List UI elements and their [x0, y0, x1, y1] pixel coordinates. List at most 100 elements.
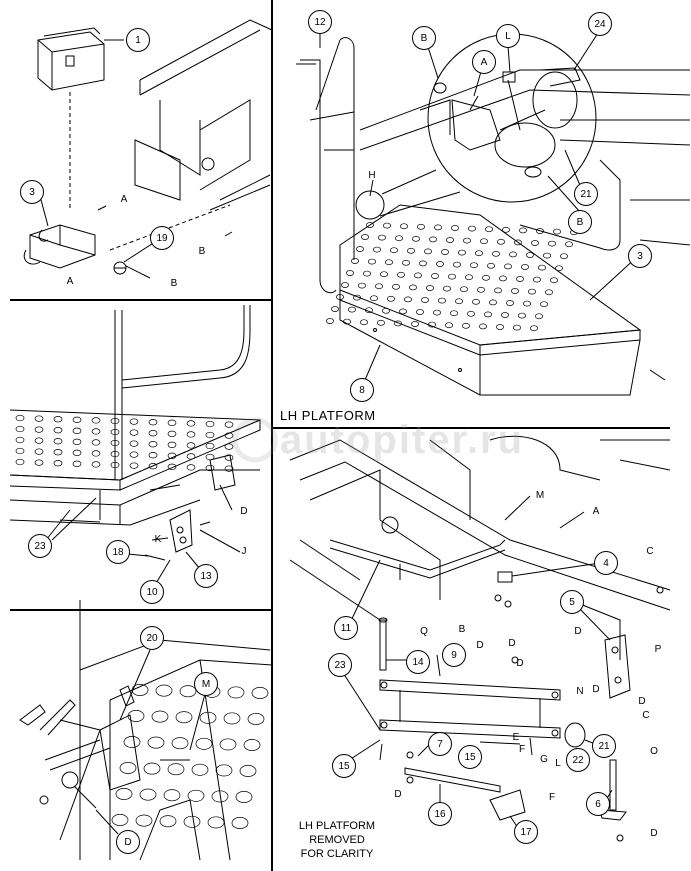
tread-hole: [72, 427, 82, 434]
tread-hole: [251, 687, 269, 699]
tread-hole: [392, 283, 400, 290]
tread-hole: [460, 286, 468, 293]
label-c: C: [646, 546, 654, 557]
tread-hole: [404, 296, 412, 303]
callout-15: 15: [332, 754, 356, 778]
tread-hole: [402, 259, 410, 266]
tread-hole: [443, 285, 451, 292]
removed-note-line1: LH PLATFORM: [298, 820, 376, 832]
tread-hole: [477, 286, 485, 293]
tread-hole: [468, 225, 476, 232]
tread-hole: [390, 247, 398, 254]
tread-hole: [53, 427, 63, 434]
tread-hole: [462, 322, 470, 329]
tread-hole: [394, 320, 402, 327]
tread-hole: [123, 736, 141, 748]
callout-6: 6: [586, 792, 610, 816]
tread-hole: [15, 414, 25, 422]
tread-hole: [139, 788, 157, 801]
watermark: [232, 417, 278, 463]
tread-hole: [370, 295, 378, 302]
tread-hole: [458, 249, 466, 256]
label-k: K: [154, 534, 162, 545]
tread-hole: [53, 438, 63, 445]
tread-hole: [336, 294, 344, 300]
tread-hole: [455, 298, 463, 305]
label-g: G: [540, 754, 548, 765]
removed-note-line3: FOR CLARITY: [300, 847, 374, 860]
label-n: N: [576, 686, 584, 697]
label-d: D: [240, 506, 248, 517]
tread-hole: [34, 415, 44, 422]
tread-hole: [341, 282, 349, 288]
tread-hole: [383, 222, 391, 229]
tread-hole: [147, 736, 165, 749]
tread-hole: [448, 273, 456, 280]
tread-hole: [34, 448, 44, 455]
tread-hole: [186, 453, 196, 460]
callout-1: 1: [126, 28, 150, 52]
tread-hole: [34, 459, 44, 466]
tread-hole: [91, 439, 101, 446]
label-d: D: [476, 640, 484, 651]
callout-20: 20: [140, 626, 164, 650]
tread-hole: [207, 816, 225, 829]
hardware-p5: [379, 571, 664, 842]
tread-hole: [243, 739, 261, 751]
tread-hole: [215, 764, 233, 777]
tread-hole: [411, 321, 419, 327]
tread-hole: [224, 421, 234, 428]
tread-hole: [247, 713, 265, 725]
callout-7: 7: [428, 732, 452, 756]
tread-hole: [129, 462, 139, 469]
tread-hole: [163, 789, 181, 802]
tread-hole: [72, 449, 82, 456]
tread-hole: [518, 312, 526, 319]
tread-hole: [470, 262, 478, 269]
tread-hole: [129, 440, 139, 447]
callout-19: 19: [150, 226, 174, 250]
tread-hole: [497, 238, 505, 245]
tread-hole: [380, 271, 388, 278]
callout-4: 4: [594, 551, 618, 575]
tread-hole: [129, 418, 139, 425]
bracket-17: [489, 789, 526, 821]
callout-9: 9: [442, 643, 466, 667]
tread-hole: [450, 310, 458, 317]
tread-hole: [91, 450, 101, 457]
label-p: P: [654, 644, 662, 655]
tread-hole: [387, 295, 395, 302]
tread-hole: [186, 431, 196, 438]
tread-hole: [484, 311, 492, 318]
step-skirt: [339, 300, 641, 396]
callout-18: 18: [106, 540, 130, 564]
tread-hole: [326, 318, 334, 324]
tread-hole: [445, 322, 453, 329]
label-d: D: [394, 789, 402, 800]
label-d: D: [638, 696, 646, 707]
tread-hole: [382, 307, 390, 314]
tread-hole: [167, 430, 177, 437]
tread-hole: [175, 711, 193, 724]
removed-note-line2: REMOVED: [309, 833, 365, 846]
tread-hole: [385, 259, 393, 266]
tread-hole: [412, 235, 420, 242]
tread-hole: [205, 420, 215, 428]
tread-hole: [227, 686, 245, 699]
tread-hole: [363, 270, 371, 277]
tread-hole: [480, 238, 488, 245]
tread-hole: [475, 250, 483, 257]
tread-hole: [395, 235, 403, 242]
tread-hole: [72, 460, 82, 467]
label-f: F: [518, 744, 526, 755]
tread-hole: [492, 250, 500, 257]
leader-lines-p4: [95, 649, 206, 835]
tread-hole: [191, 763, 209, 776]
watermark-text: autopiter.ru: [280, 418, 525, 462]
tread-hole: [489, 299, 497, 306]
tread-hole: [131, 684, 149, 696]
bracket-5: [604, 634, 631, 699]
tread-hole: [219, 738, 237, 751]
tread-hole: [453, 261, 461, 268]
tread-hole: [409, 284, 417, 291]
